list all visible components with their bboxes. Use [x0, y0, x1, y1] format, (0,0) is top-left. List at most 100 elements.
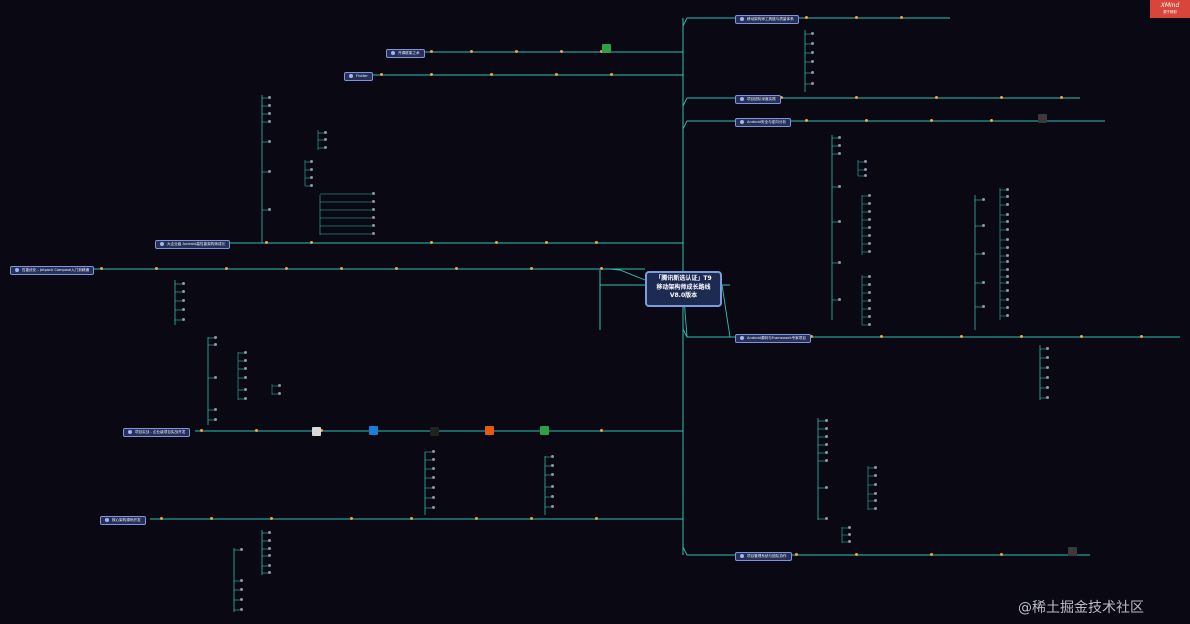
topic-node[interactable]: [214, 408, 220, 413]
topic-node[interactable]: [610, 73, 616, 78]
topic-node[interactable]: [310, 168, 316, 173]
topic-node[interactable]: [825, 419, 831, 424]
topic-node[interactable]: [868, 299, 874, 304]
topic-node[interactable]: [1006, 314, 1012, 319]
topic-node[interactable]: [1006, 254, 1012, 259]
topic-node[interactable]: [1006, 246, 1012, 251]
topic-node[interactable]: [470, 50, 476, 55]
topic-node[interactable]: [100, 267, 106, 272]
topic-node[interactable]: [838, 152, 844, 157]
topic-node[interactable]: [268, 539, 274, 544]
topic-node[interactable]: [268, 170, 274, 175]
topic-node[interactable]: [432, 486, 438, 491]
topic-node[interactable]: [838, 136, 844, 141]
topic-node[interactable]: [960, 335, 966, 340]
topic-node[interactable]: [1020, 335, 1026, 340]
topic-node[interactable]: [1006, 195, 1012, 200]
topic-node[interactable]: [1006, 281, 1012, 286]
topic-node[interactable]: [1046, 347, 1052, 352]
main-branch-left_pills-2[interactable]: 大企业级 Android高性能架构师成长: [155, 239, 231, 249]
central-topic[interactable]: 「腾讯新选认证」T9 移动架构师成长路线 V8.0版本: [645, 271, 722, 307]
topic-node[interactable]: [515, 50, 521, 55]
topic-node[interactable]: [864, 160, 870, 165]
topic-node[interactable]: [795, 553, 801, 558]
topic-node[interactable]: [240, 548, 246, 553]
topic-node[interactable]: [811, 71, 817, 76]
topic-node[interactable]: [874, 499, 880, 504]
topic-node[interactable]: [990, 119, 996, 124]
topic-node[interactable]: [838, 220, 844, 225]
main-branch-left_pills-3[interactable]: 性能优化 - Jetpack Compose入门到精通: [10, 265, 95, 275]
topic-node[interactable]: [825, 459, 831, 464]
topic-node[interactable]: [182, 318, 188, 323]
topic-node[interactable]: [372, 192, 378, 197]
topic-node[interactable]: [430, 50, 436, 55]
topic-node[interactable]: [825, 517, 831, 522]
topic-node[interactable]: [240, 598, 246, 603]
topic-node[interactable]: [1080, 335, 1086, 340]
topic-node[interactable]: [600, 429, 606, 434]
topic-node[interactable]: [225, 267, 231, 272]
topic-node[interactable]: [848, 533, 854, 538]
topic-node[interactable]: [855, 96, 861, 101]
topic-node[interactable]: [350, 517, 356, 522]
topic-node[interactable]: [838, 144, 844, 149]
topic-node[interactable]: [595, 241, 601, 246]
topic-node[interactable]: [600, 267, 606, 272]
topic-node[interactable]: [874, 466, 880, 471]
topic-node[interactable]: [982, 198, 988, 203]
topic-node[interactable]: [805, 16, 811, 21]
topic-node[interactable]: [551, 455, 557, 460]
topic-node[interactable]: [372, 200, 378, 205]
topic-node[interactable]: [278, 384, 284, 389]
topic-node[interactable]: [278, 392, 284, 397]
topic-node[interactable]: [240, 608, 246, 613]
topic-node[interactable]: [1006, 268, 1012, 273]
topic-node[interactable]: [490, 73, 496, 78]
topic-node[interactable]: [1006, 306, 1012, 311]
topic-node[interactable]: [1006, 289, 1012, 294]
topic-node[interactable]: [868, 275, 874, 280]
main-branch-right_pills-0[interactable]: 移动架构师工具链与质量体系: [735, 14, 799, 24]
topic-node[interactable]: [935, 96, 941, 101]
topic-node[interactable]: [874, 474, 880, 479]
main-branch-left_pills-4[interactable]: 项目实战 - 企业级项目实战开发: [123, 427, 191, 437]
topic-node[interactable]: [1046, 366, 1052, 371]
topic-node[interactable]: [811, 60, 817, 65]
topic-node[interactable]: [432, 506, 438, 511]
topic-node[interactable]: [410, 517, 416, 522]
topic-node[interactable]: [1140, 335, 1146, 340]
topic-node[interactable]: [182, 290, 188, 295]
topic-node[interactable]: [811, 32, 817, 37]
topic-node[interactable]: [1006, 275, 1012, 280]
topic-node[interactable]: [1006, 260, 1012, 265]
topic-node[interactable]: [838, 185, 844, 190]
topic-node[interactable]: [1006, 203, 1012, 208]
topic-node[interactable]: [240, 588, 246, 593]
topic-node[interactable]: [268, 531, 274, 536]
topic-node[interactable]: [864, 168, 870, 173]
topic-node[interactable]: [825, 427, 831, 432]
topic-node[interactable]: [432, 476, 438, 481]
topic-node[interactable]: [372, 216, 378, 221]
topic-node[interactable]: [310, 241, 316, 246]
topic-node[interactable]: [780, 96, 786, 101]
topic-node[interactable]: [825, 451, 831, 456]
topic-node[interactable]: [1060, 96, 1066, 101]
topic-node[interactable]: [268, 564, 274, 569]
topic-node[interactable]: [982, 252, 988, 257]
topic-node[interactable]: [432, 496, 438, 501]
topic-node[interactable]: [268, 104, 274, 109]
topic-node[interactable]: [160, 517, 166, 522]
topic-node[interactable]: [868, 283, 874, 288]
topic-node[interactable]: [595, 517, 601, 522]
topic-node[interactable]: [324, 138, 330, 143]
topic-node[interactable]: [874, 483, 880, 488]
topic-node[interactable]: [214, 336, 220, 341]
topic-node[interactable]: [1006, 238, 1012, 243]
topic-node[interactable]: [868, 218, 874, 223]
topic-node[interactable]: [455, 267, 461, 272]
main-branch-left_pills-1[interactable]: Flutter: [344, 71, 373, 81]
topic-node[interactable]: [432, 467, 438, 472]
topic-node[interactable]: [214, 376, 220, 381]
